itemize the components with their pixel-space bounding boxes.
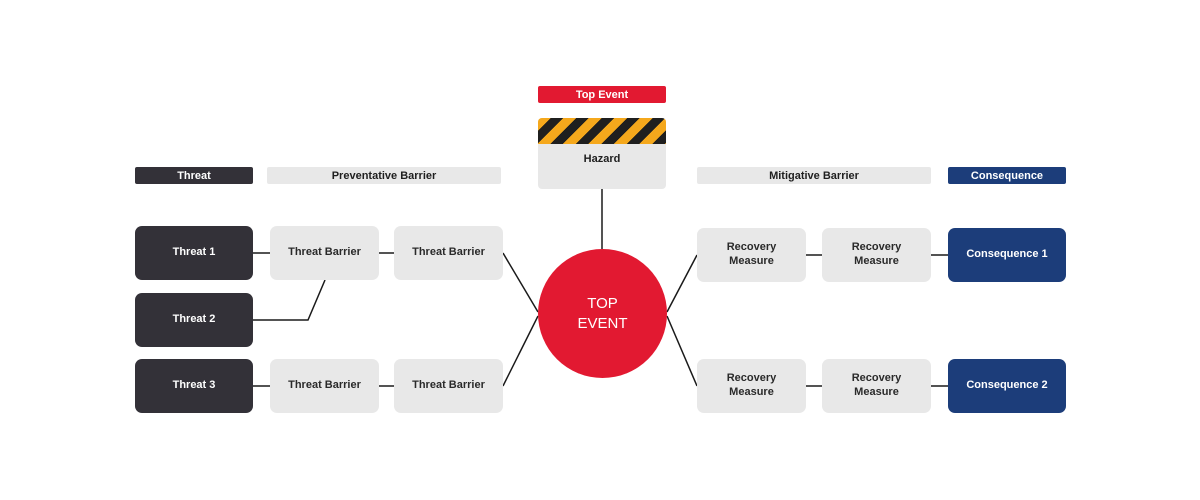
recovery-measure-2-2: Recovery Measure (822, 359, 931, 413)
threat-header: Threat (135, 167, 253, 184)
hazard-box: Hazard (538, 118, 666, 189)
hazard-label: Hazard (583, 153, 621, 165)
top-event-circle: TOP EVENT (538, 249, 667, 378)
threat-1-box: Threat 1 (135, 226, 253, 280)
threat-barrier-3-1: Threat Barrier (270, 359, 379, 413)
connector-barrier-top-event-lower (502, 315, 539, 387)
consequence-1-box: Consequence 1 (948, 228, 1066, 282)
recovery-measure-1-1: Recovery Measure (697, 228, 806, 282)
connector-threat2-barrier (253, 279, 326, 321)
consequence-2-box: Consequence 2 (948, 359, 1066, 413)
recovery-measure-1-2: Recovery Measure (822, 228, 931, 282)
threat-3-box: Threat 3 (135, 359, 253, 413)
mitigative-barrier-header: Mitigative Barrier (697, 167, 931, 184)
threat-barrier-1-1: Threat Barrier (270, 226, 379, 280)
threat-barrier-1-2: Threat Barrier (394, 226, 503, 280)
top-event-line2: EVENT (577, 314, 628, 332)
recovery-measure-2-1: Recovery Measure (697, 359, 806, 413)
connector-top-event-recovery-lower (666, 315, 698, 387)
threat-barrier-3-2: Threat Barrier (394, 359, 503, 413)
preventative-barrier-header: Preventative Barrier (267, 167, 501, 184)
connector-barrier-top-event-upper (502, 252, 539, 313)
connector-top-event-recovery-upper (666, 254, 698, 313)
top-event-header: Top Event (538, 86, 666, 103)
threat-2-box: Threat 2 (135, 293, 253, 347)
hazard-stripes-icon (538, 118, 666, 144)
consequence-header: Consequence (948, 167, 1066, 184)
top-event-line1: TOP (587, 295, 618, 312)
